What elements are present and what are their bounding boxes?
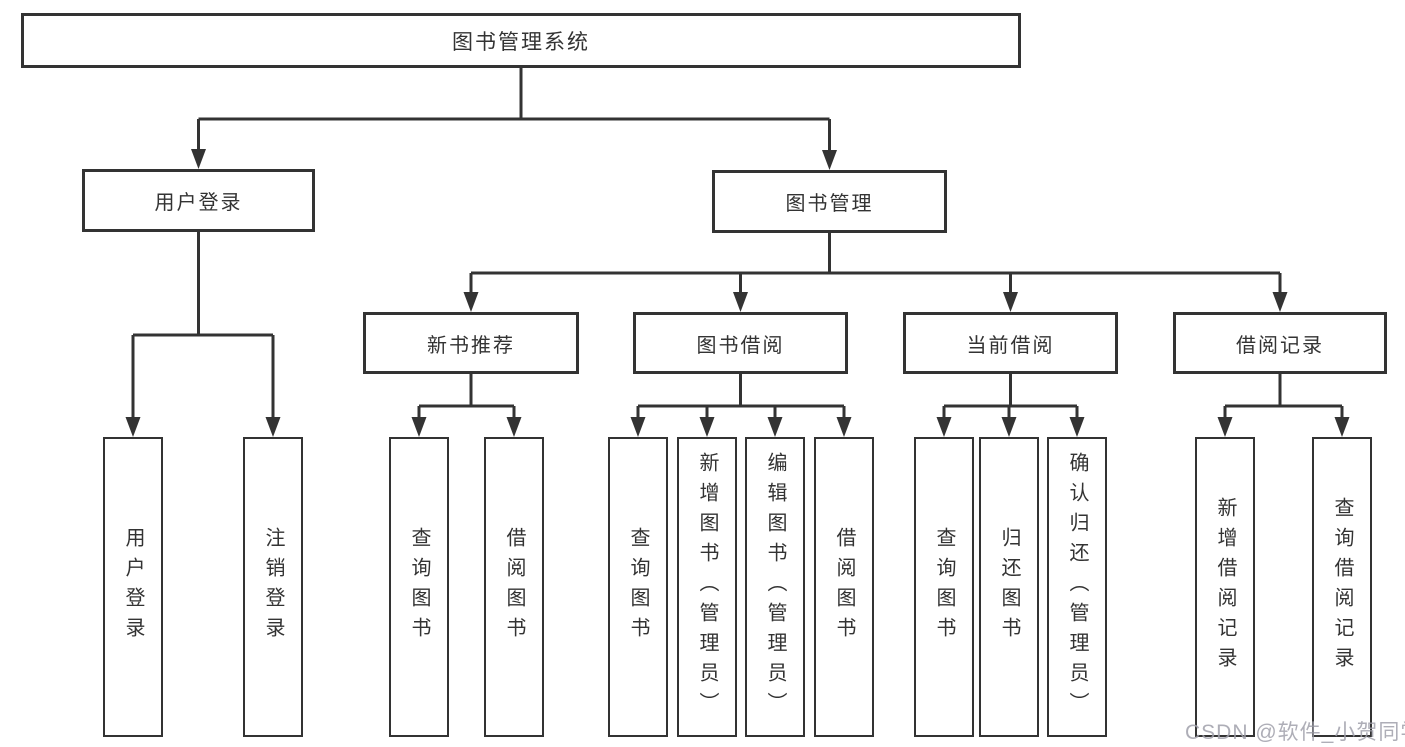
node-borrowing-records: 借阅记录 <box>1173 312 1387 374</box>
node-label: 当前借阅 <box>966 334 1055 357</box>
leaf-borrow-books-recommend: 借阅图书 <box>484 437 544 737</box>
node-user-login: 用户登录 <box>82 169 315 232</box>
node-book-borrowing: 图书借阅 <box>633 312 848 374</box>
node-new-book-recommendation: 新书推荐 <box>363 312 579 374</box>
node-label: 用户登录 <box>154 192 243 214</box>
node-book-management: 图书管理 <box>712 170 947 233</box>
node-label: 图书管理系统 <box>452 30 590 54</box>
leaf-return-books: 归还图书 <box>979 437 1039 737</box>
leaf-query-borrow-record: 查询借阅记录 <box>1312 437 1372 737</box>
leaf-add-books-admin: 新增图书（管理员） <box>677 437 737 737</box>
node-label: 新书推荐 <box>427 334 515 357</box>
leaf-query-books-borrow: 查询图书 <box>608 437 668 737</box>
leaf-query-books-current: 查询图书 <box>914 437 974 737</box>
leaf-confirm-return-admin: 确认归还（管理员） <box>1047 437 1107 737</box>
node-label: 新增借阅记录 <box>1214 497 1236 677</box>
leaf-query-books-recommend: 查询图书 <box>389 437 449 737</box>
node-label: 借阅图书 <box>833 527 855 647</box>
node-label: 查询图书 <box>933 527 955 647</box>
node-label: 图书借阅 <box>696 334 785 357</box>
node-library-management-system: 图书管理系统 <box>21 13 1021 68</box>
node-label: 查询借阅记录 <box>1331 497 1353 677</box>
node-label: 查询图书 <box>408 527 430 647</box>
csdn-watermark: CSDN @软件_小贺同学 <box>1185 721 1405 744</box>
node-label: 查询图书 <box>627 527 649 647</box>
node-label: 新增图书（管理员） <box>696 452 718 722</box>
leaf-edit-books-admin: 编辑图书（管理员） <box>745 437 805 737</box>
node-label: 注销登录 <box>262 527 284 647</box>
node-current-borrowing: 当前借阅 <box>903 312 1118 374</box>
leaf-user-login: 用户登录 <box>103 437 163 737</box>
leaf-logout: 注销登录 <box>243 437 303 737</box>
leaf-add-borrow-record: 新增借阅记录 <box>1195 437 1255 737</box>
node-label: 借阅记录 <box>1236 334 1324 357</box>
node-label: 归还图书 <box>998 527 1020 647</box>
node-label: 借阅图书 <box>503 527 525 647</box>
node-label: 确认归还（管理员） <box>1066 452 1088 722</box>
node-label: 图书管理 <box>785 193 874 215</box>
node-label: 用户登录 <box>122 527 144 647</box>
leaf-borrow-books: 借阅图书 <box>814 437 874 737</box>
node-label: 编辑图书（管理员） <box>764 452 786 722</box>
